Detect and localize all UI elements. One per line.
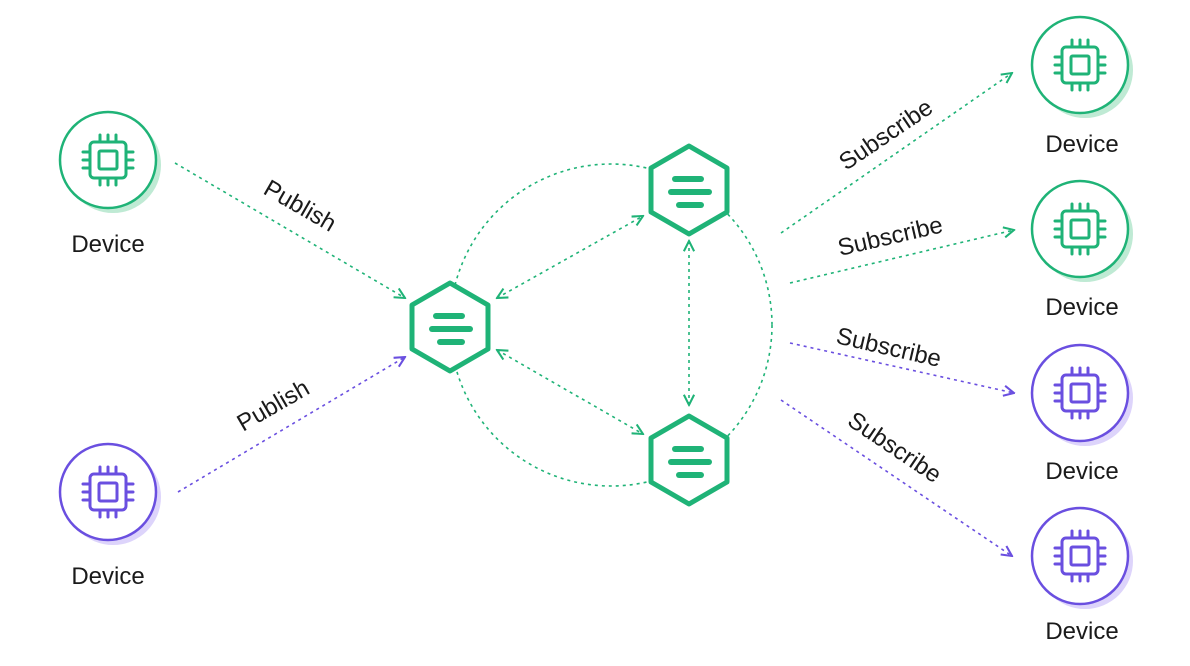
device-label: Device bbox=[1045, 458, 1118, 485]
subscribe-arrow-2 bbox=[789, 230, 1014, 284]
broker-link-left-top bbox=[497, 216, 643, 298]
publish-arrow-1 bbox=[174, 162, 405, 298]
subscriber-device-3: Device bbox=[1030, 343, 1133, 485]
device-label: Device bbox=[1045, 618, 1118, 645]
subscribe-label-1: Subscribe bbox=[834, 94, 938, 176]
chip-icon bbox=[1053, 366, 1107, 420]
subscribe-arrow-1 bbox=[780, 73, 1012, 234]
publisher-device-1: Device bbox=[58, 110, 161, 258]
chip-icon bbox=[1053, 529, 1107, 583]
device-label: Device bbox=[71, 563, 144, 590]
chip-icon bbox=[81, 465, 135, 519]
subscribe-arrow-4 bbox=[780, 399, 1012, 556]
subscribe-arrow-3 bbox=[789, 342, 1014, 393]
publisher-device-2: Device bbox=[58, 442, 161, 590]
broker-hexagon-icon bbox=[409, 280, 491, 374]
publish-label-2: Publish bbox=[233, 374, 315, 437]
subscribe-label-4: Subscribe bbox=[843, 407, 947, 489]
subscriber-device-1: Device bbox=[1030, 15, 1133, 158]
device-label: Device bbox=[71, 231, 144, 258]
broker-hexagon-icon bbox=[648, 413, 730, 507]
subscriber-device-4: Device bbox=[1030, 506, 1133, 645]
chip-icon bbox=[81, 133, 135, 187]
device-label: Device bbox=[1045, 294, 1118, 321]
broker-link-left-bottom bbox=[497, 350, 643, 434]
broker-top bbox=[648, 143, 730, 237]
subscriber-device-2: Device bbox=[1030, 179, 1133, 321]
broker-left bbox=[409, 280, 491, 374]
publish-arrow-2 bbox=[177, 357, 405, 493]
subscribe-label-2: Subscribe bbox=[835, 212, 945, 262]
broker-bottom bbox=[648, 413, 730, 507]
broker-hexagon-icon bbox=[648, 143, 730, 237]
publish-label-1: Publish bbox=[259, 175, 341, 238]
device-label: Device bbox=[1045, 131, 1118, 158]
chip-icon bbox=[1053, 202, 1107, 256]
chip-icon bbox=[1053, 38, 1107, 92]
subscribe-label-3: Subscribe bbox=[834, 323, 944, 373]
